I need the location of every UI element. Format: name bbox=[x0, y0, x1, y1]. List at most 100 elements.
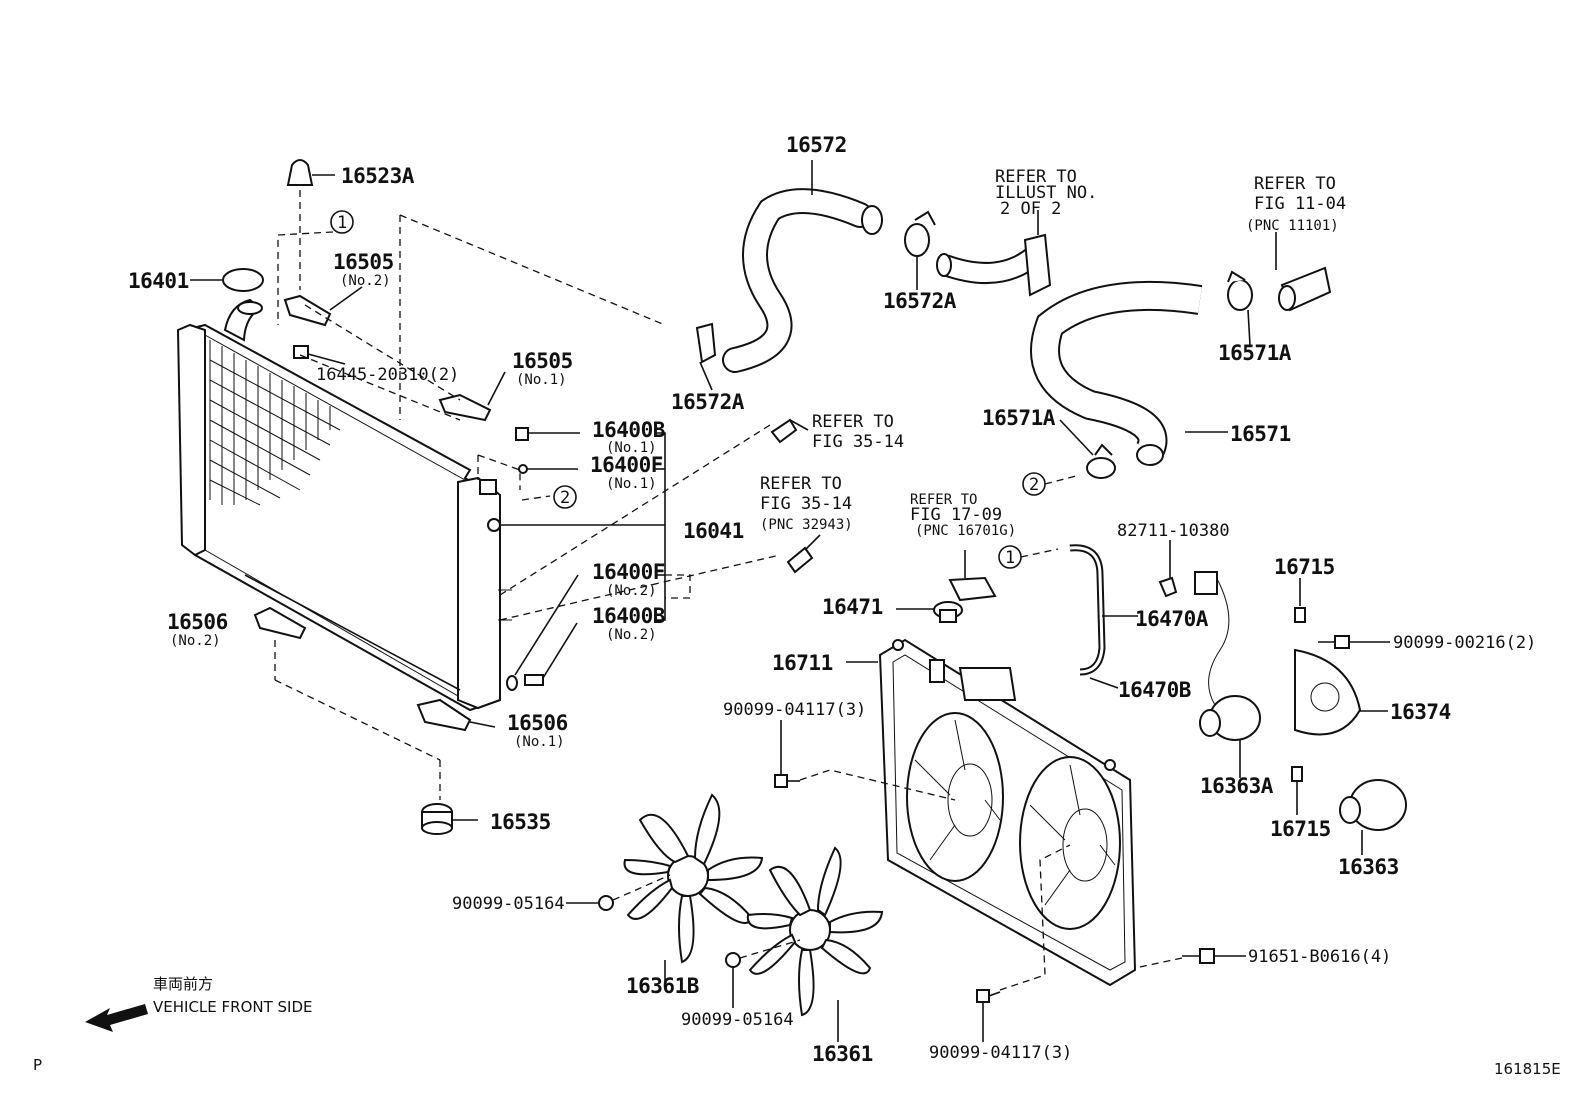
label-16471: 16471 bbox=[822, 595, 883, 619]
ref1-line1: REFER TO bbox=[995, 167, 1077, 187]
motor-16363 bbox=[1339, 779, 1407, 855]
label-16400F-no1: 16400F bbox=[590, 453, 663, 477]
bolt-90099-00216 bbox=[1318, 635, 1390, 649]
label-16715-top: 16715 bbox=[1274, 555, 1335, 579]
label-16400F-no2-sub: (No.2) bbox=[606, 583, 657, 599]
radiator-drawing bbox=[176, 298, 665, 712]
label-90099-04117-b: 90099-04117(3) bbox=[929, 1043, 1072, 1063]
label-90099-00216: 90099-00216(2) bbox=[1393, 633, 1536, 653]
label-16445: 16445-20310(2) bbox=[316, 365, 459, 385]
label-16400F-no1-sub: (No.1) bbox=[606, 476, 657, 492]
marker-1-text-a: 1 bbox=[337, 213, 347, 233]
bracket-16505-no1 bbox=[438, 371, 506, 422]
motor-16363A bbox=[1194, 571, 1261, 778]
radiator-cap-16523A bbox=[286, 159, 335, 186]
ref-label-16701G bbox=[948, 550, 997, 602]
label-16361: 16361 bbox=[812, 1042, 873, 1066]
bracket-16506-no2 bbox=[253, 606, 307, 640]
dashed-leaders-radiator bbox=[274, 190, 781, 800]
marker-1-text-b: 1 bbox=[1005, 548, 1015, 568]
corner-letter: P bbox=[33, 1056, 42, 1074]
label-90099-05164-a: 90099-05164 bbox=[452, 894, 565, 914]
clip-16445 bbox=[293, 345, 346, 365]
ref1-line2: ILLUST NO. bbox=[995, 183, 1097, 203]
ref1-line3: 2 OF 2 bbox=[1000, 199, 1061, 219]
label-16506-no2-sub: (No.2) bbox=[170, 633, 221, 649]
clip-16715-top bbox=[1294, 578, 1306, 623]
label-16506-no2: 16506 bbox=[167, 610, 228, 634]
label-16041: 16041 bbox=[683, 519, 744, 543]
outlet-pipe bbox=[936, 210, 1052, 297]
label-90099-05164-b: 90099-05164 bbox=[681, 1010, 794, 1030]
label-16572A-top: 16572A bbox=[883, 289, 957, 313]
plug-16400F-no2 bbox=[506, 574, 579, 691]
clamp-16571A-left bbox=[1059, 419, 1116, 479]
marker-numbers: 1 2 2 1 bbox=[337, 213, 1039, 568]
label-16400B-no1: 16400B bbox=[592, 418, 665, 442]
ref2-line2: FIG 11-04 bbox=[1254, 194, 1346, 214]
marker-2-radiator bbox=[553, 485, 577, 509]
label-16400B-no1-sub: (No.1) bbox=[606, 440, 657, 456]
reference-notes: REFER TO ILLUST NO. 2 OF 2 REFER TO FIG … bbox=[760, 167, 1346, 539]
clip-82711 bbox=[1158, 540, 1178, 598]
ref2-line3: (PNC 11101) bbox=[1246, 218, 1339, 234]
fan-16361B bbox=[623, 793, 764, 985]
label-16505-no1: 16505 bbox=[512, 349, 573, 373]
ref-pipe-35-14 bbox=[770, 418, 809, 444]
shroud-16374 bbox=[1294, 648, 1388, 736]
label-16715-bot: 16715 bbox=[1270, 817, 1331, 841]
nut-90099-05164-b bbox=[725, 939, 801, 1008]
label-16470A: 16470A bbox=[1135, 607, 1209, 631]
drain-plug-16400B-no2 bbox=[524, 622, 578, 686]
cap-16401 bbox=[190, 268, 264, 292]
fan-shroud-16711 bbox=[846, 638, 1137, 987]
figure-id: 161815E bbox=[1494, 1060, 1561, 1078]
clip-16715-bot bbox=[1291, 766, 1303, 815]
bolt-90099-04117-b bbox=[976, 844, 1071, 1042]
label-16363A: 16363A bbox=[1200, 774, 1274, 798]
marker-2-text-a: 2 bbox=[560, 488, 570, 508]
label-16571A-right: 16571A bbox=[1218, 341, 1292, 365]
label-16572A-left: 16572A bbox=[671, 390, 745, 414]
ref3-line2: FIG 35-14 bbox=[812, 432, 904, 452]
label-82711: 82711-10380 bbox=[1117, 521, 1230, 541]
ref3-line1: REFER TO bbox=[812, 412, 894, 432]
label-16523A: 16523A bbox=[341, 164, 415, 188]
ref4-line2: FIG 35-14 bbox=[760, 494, 852, 514]
clamp-16572A-top bbox=[904, 210, 936, 290]
vehicle-front-indicator: 車両前方 VEHICLE FRONT SIDE bbox=[85, 975, 313, 1032]
bolt-90099-04117-a bbox=[774, 720, 956, 801]
label-16400B-no2: 16400B bbox=[592, 604, 665, 628]
label-16535: 16535 bbox=[490, 810, 551, 834]
marker-1-top bbox=[330, 210, 354, 234]
engine-pipe bbox=[1275, 232, 1332, 312]
label-16400B-no2-sub: (No.2) bbox=[606, 627, 657, 643]
label-16571: 16571 bbox=[1230, 422, 1291, 446]
label-16506-no1-sub: (No.1) bbox=[514, 734, 565, 750]
label-16711: 16711 bbox=[772, 651, 833, 675]
label-16572: 16572 bbox=[786, 133, 847, 157]
label-16374: 16374 bbox=[1390, 700, 1451, 724]
clamp-16572A-left bbox=[695, 322, 717, 391]
overflow-hose-16470A bbox=[1069, 544, 1138, 689]
ref5-line2: FIG 17-09 bbox=[910, 505, 1002, 525]
label-16505-no2: 16505 bbox=[333, 250, 394, 274]
marker-2-text-b: 2 bbox=[1029, 475, 1039, 495]
ref4-line1: REFER TO bbox=[760, 474, 842, 494]
vehicle-front-en: VEHICLE FRONT SIDE bbox=[153, 998, 313, 1016]
cap-16471 bbox=[896, 601, 963, 623]
upper-hose-16572 bbox=[722, 160, 883, 373]
label-16506-no1: 16506 bbox=[507, 711, 568, 735]
marker-2-hose bbox=[1022, 472, 1081, 496]
bolt-91651 bbox=[1134, 948, 1246, 969]
label-16361B: 16361B bbox=[626, 974, 699, 998]
ref2-line1: REFER TO bbox=[1254, 174, 1336, 194]
label-16571A-left: 16571A bbox=[982, 406, 1056, 430]
plug-16400F-no1 bbox=[518, 464, 578, 474]
label-91651: 91651-B0616(4) bbox=[1248, 947, 1391, 967]
label-16363: 16363 bbox=[1338, 855, 1399, 879]
mount-16535 bbox=[421, 803, 478, 835]
ref5-line1: REFER TO bbox=[910, 492, 977, 508]
